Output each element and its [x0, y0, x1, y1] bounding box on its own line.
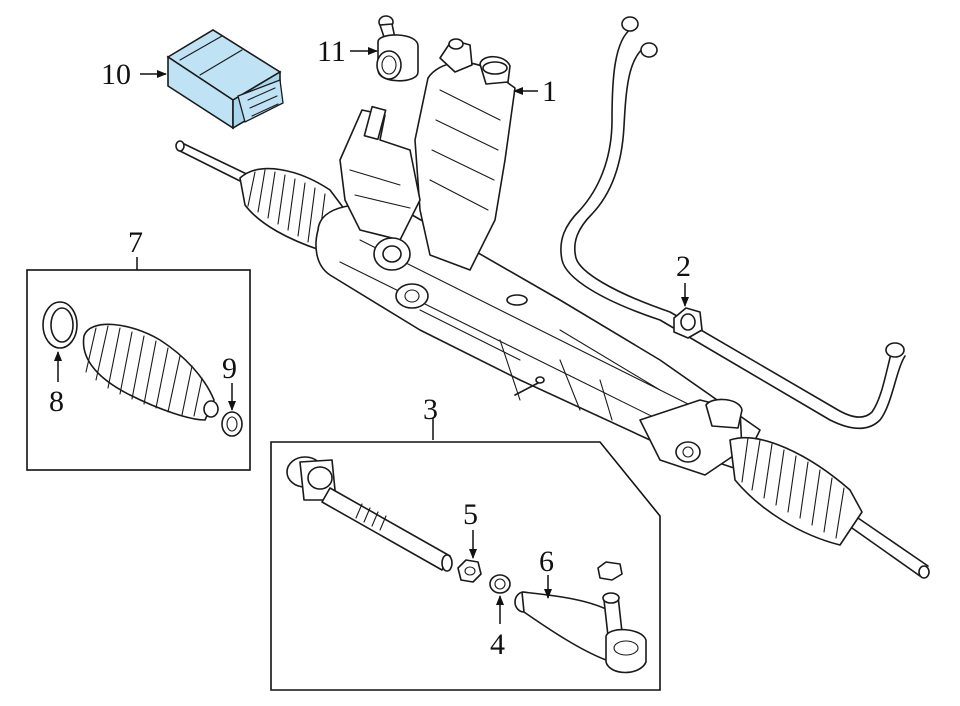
boot[interactable]	[82, 323, 219, 421]
inner-tie-rod[interactable]	[286, 456, 453, 572]
part-10-control-module[interactable]	[166, 29, 284, 130]
part-6-tie-rod-end[interactable]	[514, 591, 647, 674]
callout-11: 11	[317, 35, 346, 68]
callout-5: 5	[463, 498, 478, 531]
module-connector	[237, 79, 284, 123]
part-2-hydraulic-lines[interactable]	[560, 16, 906, 430]
callout-8: 8	[49, 385, 64, 418]
part-9-ring[interactable]	[221, 411, 243, 437]
part-5-nut[interactable]	[457, 559, 482, 583]
jam-nut[interactable]	[597, 561, 623, 581]
box-3-tie-rod-kit	[270, 441, 661, 691]
callout-arrows	[54, 47, 689, 624]
part-8-clamp[interactable]	[42, 301, 78, 349]
part-4-washer[interactable]	[489, 574, 511, 594]
callout-1: 1	[542, 75, 557, 108]
callout-3: 3	[423, 393, 438, 426]
callout-2: 2	[676, 250, 691, 283]
callout-7: 7	[128, 226, 143, 259]
box-7-boot-kit	[26, 269, 251, 471]
part-1-steering-gear[interactable]	[175, 38, 930, 579]
callout-4: 4	[490, 628, 505, 661]
callout-6: 6	[539, 545, 554, 578]
callout-10: 10	[101, 58, 131, 91]
callout-9: 9	[222, 352, 237, 385]
part-11-sensor[interactable]	[376, 15, 419, 82]
